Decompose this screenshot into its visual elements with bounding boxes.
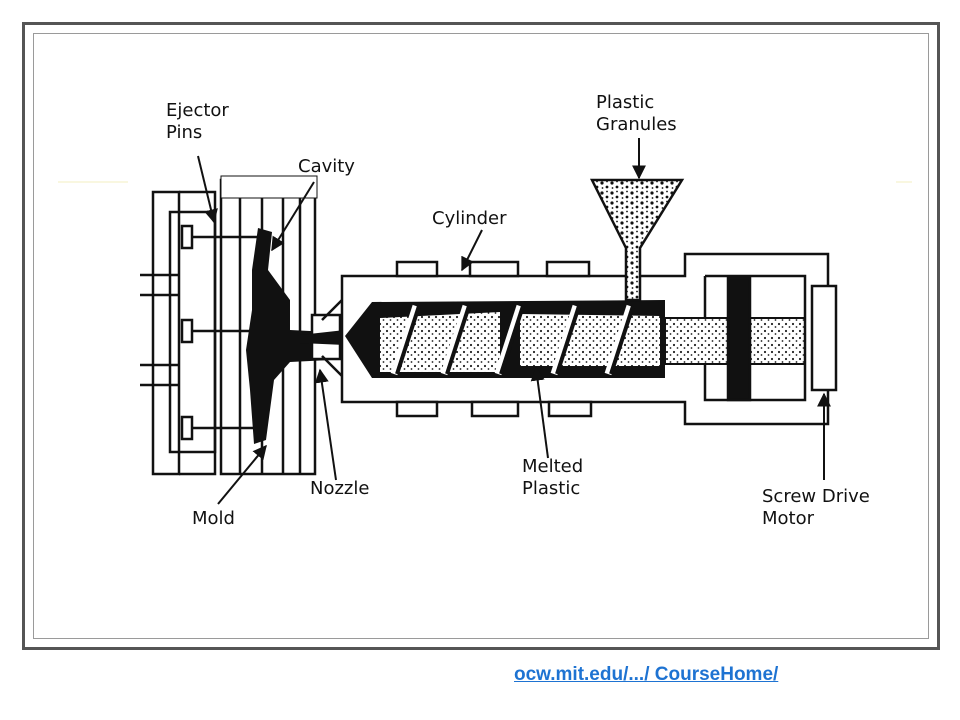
label-nozzle: Nozzle	[310, 478, 370, 499]
ejector-plate	[151, 190, 181, 476]
ejector-pins-arrow	[197, 155, 218, 224]
mold-cover	[220, 175, 318, 199]
screw-shaft-fill	[520, 314, 660, 366]
cylinder-arrow	[461, 229, 483, 272]
hopper	[589, 178, 685, 302]
ejector-rods	[140, 273, 180, 387]
label-mold: Mold	[192, 508, 235, 529]
screw-flights-edge	[395, 305, 635, 375]
label-melted-plastic: Melted Plastic	[522, 456, 584, 499]
melted-plastic-arrow	[530, 366, 549, 459]
mold-arrow	[217, 444, 267, 505]
ejector-pins-group	[180, 224, 258, 441]
label-ejector-pins: Ejector Pins	[166, 100, 229, 143]
label-plastic-granules: Plastic Granules	[596, 92, 677, 135]
label-cylinder: Cylinder	[432, 208, 507, 229]
cavity-part	[246, 228, 330, 444]
heater-bands	[395, 260, 593, 418]
label-cavity: Cavity	[298, 156, 355, 177]
screw-drive-motor	[703, 274, 838, 402]
cylinder-nose	[321, 299, 343, 377]
cavity-arrow	[271, 181, 315, 252]
nozzle-arrow	[314, 368, 337, 481]
label-screw-drive-motor: Screw Drive Motor	[762, 486, 870, 529]
screw-flights	[390, 304, 634, 376]
source-link[interactable]: ocw.mit.edu/.../ CourseHome/	[514, 664, 779, 685]
mold-left-half	[179, 190, 217, 476]
diagram-inner-border	[33, 33, 929, 639]
